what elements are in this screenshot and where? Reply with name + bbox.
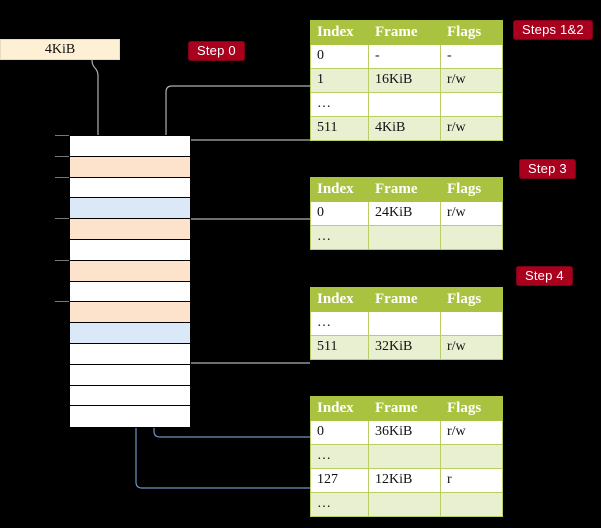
- column-header-index: Index: [310, 287, 369, 312]
- column-header-flags: Flags: [440, 396, 503, 421]
- cell-index: 0: [310, 201, 369, 226]
- memory-tick-8: [55, 301, 69, 303]
- table-row: …: [310, 492, 503, 517]
- badge-steps-1-2: Steps 1&2: [513, 20, 593, 40]
- memory-tick-1: [55, 155, 69, 157]
- column-header-frame: Frame: [368, 287, 441, 312]
- column-header-index: Index: [310, 177, 369, 202]
- column-header-frame: Frame: [368, 396, 441, 421]
- cell-flags: r/w: [440, 335, 503, 360]
- column-header-frame: Frame: [368, 177, 441, 202]
- physical-memory-column: [69, 135, 191, 429]
- table-row: …: [310, 225, 503, 250]
- memory-tick-6: [55, 259, 69, 261]
- cell-index: …: [310, 92, 369, 117]
- cell-frame: 4KiB: [368, 116, 441, 141]
- column-header-flags: Flags: [440, 20, 503, 45]
- cell-flags: r/w: [440, 201, 503, 226]
- cell-flags: [440, 225, 503, 250]
- column-header-index: Index: [310, 20, 369, 45]
- cell-frame: 12KiB: [368, 468, 441, 493]
- cell-frame: -: [368, 44, 441, 69]
- memory-row-7: [70, 281, 190, 303]
- column-header-flags: Flags: [440, 177, 503, 202]
- memory-row-5: [70, 239, 190, 261]
- badge-step-4: Step 4: [516, 266, 573, 286]
- table-row: …: [310, 92, 503, 117]
- column-header-frame: Frame: [368, 20, 441, 45]
- table-row: 0--: [310, 44, 503, 69]
- memory-row-11: [70, 364, 190, 386]
- cell-frame: 24KiB: [368, 201, 441, 226]
- cell-flags: [440, 311, 503, 336]
- cell-flags: r/w: [440, 116, 503, 141]
- cell-index: …: [310, 444, 369, 469]
- cell-index: 1: [310, 68, 369, 93]
- cell-flags: r/w: [440, 420, 503, 445]
- cell-frame: [368, 225, 441, 250]
- cell-flags: -: [440, 44, 503, 69]
- memory-row-1: [70, 156, 190, 178]
- table-row: …: [310, 311, 503, 336]
- source-frame-box: 4KiB: [0, 39, 120, 60]
- cell-frame: 32KiB: [368, 335, 441, 360]
- cell-frame: [368, 92, 441, 117]
- cell-index: …: [310, 225, 369, 250]
- memory-tick-0: [55, 135, 69, 136]
- cell-index: 511: [310, 116, 369, 141]
- cell-flags: r/w: [440, 68, 503, 93]
- memory-tick-2: [55, 176, 69, 178]
- source-frame-label: 4KiB: [44, 41, 76, 57]
- cell-frame: [368, 444, 441, 469]
- badge-step-0: Step 0: [188, 41, 245, 61]
- memory-row-10: [70, 343, 190, 365]
- memory-row-6: [70, 260, 190, 282]
- memory-row-8: [70, 302, 190, 324]
- memory-row-2: [70, 177, 190, 199]
- cell-index: 511: [310, 335, 369, 360]
- cell-index: …: [310, 492, 369, 517]
- cell-flags: r: [440, 468, 503, 493]
- memory-row-3: [70, 198, 190, 220]
- column-header-index: Index: [310, 396, 369, 421]
- cell-flags: [440, 92, 503, 117]
- badge-step-3: Step 3: [519, 159, 576, 179]
- memory-row-13: [70, 406, 190, 428]
- column-header-flags: Flags: [440, 287, 503, 312]
- cell-flags: [440, 492, 503, 517]
- cell-index: …: [310, 311, 369, 336]
- memory-row-0: [70, 136, 190, 157]
- cell-flags: [440, 444, 503, 469]
- memory-row-9: [70, 323, 190, 344]
- memory-row-4: [70, 219, 190, 240]
- cell-frame: 16KiB: [368, 68, 441, 93]
- cell-frame: 36KiB: [368, 420, 441, 445]
- memory-tick-4: [55, 218, 69, 220]
- cell-frame: [368, 311, 441, 336]
- cell-index: 0: [310, 44, 369, 69]
- cell-index: 127: [310, 468, 369, 493]
- memory-row-12: [70, 385, 190, 407]
- cell-index: 0: [310, 420, 369, 445]
- table-row: …: [310, 444, 503, 469]
- cell-frame: [368, 492, 441, 517]
